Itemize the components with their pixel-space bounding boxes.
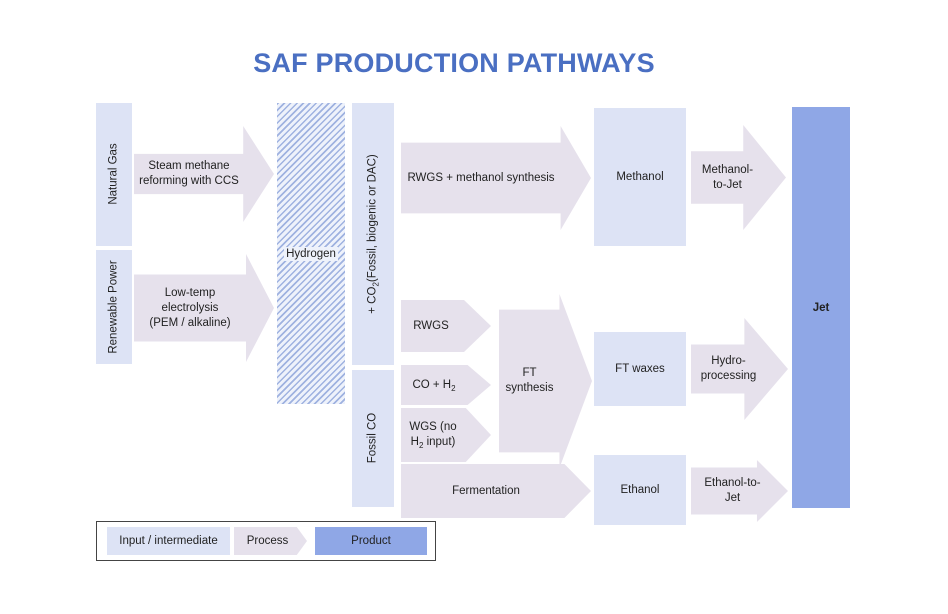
electrolysis-label: Low-temp electrolysis (PEM / alkaline) xyxy=(149,286,231,329)
ethanol-label: Ethanol xyxy=(620,483,660,496)
process-rwgs-methanol-synthesis: RWGS + methanol synthesis xyxy=(401,126,591,230)
ethanol-node: Ethanol xyxy=(594,455,686,525)
wgs-label: WGS (no H2 input) xyxy=(409,421,457,450)
legend-product-swatch: Product xyxy=(315,527,427,555)
hydrogen-block: Hydrogen xyxy=(277,103,345,404)
methanol-to-jet-label: Methanol- to-Jet xyxy=(701,163,754,191)
renewable-power-box: Renewable Power xyxy=(96,250,132,364)
jet-label: Jet xyxy=(812,301,830,314)
ft-waxes-label: FT waxes xyxy=(615,362,665,375)
steam-methane-label: Steam methane reforming with CCS xyxy=(139,160,239,187)
page-title: SAF PRODUCTION PATHWAYS xyxy=(253,48,655,78)
natural-gas-label: Natural Gas xyxy=(107,143,120,205)
process-rwgs: RWGS xyxy=(401,300,491,352)
rwgs-label: RWGS xyxy=(413,319,449,332)
legend-process-label: Process xyxy=(246,535,289,547)
legend-product-label: Product xyxy=(351,535,391,547)
fermentation-label: Fermentation xyxy=(452,484,520,497)
process-low-temp-electrolysis: Low-temp electrolysis (PEM / alkaline) xyxy=(134,254,274,362)
process-fermentation: Fermentation xyxy=(401,464,591,518)
hydroprocessing-label: Hydro- processing xyxy=(700,355,757,382)
natural-gas-box: Natural Gas xyxy=(96,103,132,246)
process-methanol-to-jet: Methanol- to-Jet xyxy=(691,125,786,230)
renewable-power-label: Renewable Power xyxy=(107,260,120,354)
ft-synthesis-label: FT synthesis xyxy=(505,367,554,394)
jet-product: Jet xyxy=(792,107,850,508)
fossil-co-box: Fossil CO xyxy=(352,370,394,507)
process-ethanol-to-jet: Ethanol-to- Jet xyxy=(691,460,788,522)
legend-process-swatch: Process xyxy=(234,527,307,555)
process-wgs: WGS (no H2 input) xyxy=(401,408,491,462)
legend-input-label: Input / intermediate xyxy=(119,535,218,547)
ft-waxes-node: FT waxes xyxy=(594,332,686,406)
co-h2-label: CO + H2 xyxy=(412,378,456,393)
legend: Input / intermediate Process Product xyxy=(96,521,436,561)
methanol-node: Methanol xyxy=(594,108,686,246)
rwgs-methanol-label: RWGS + methanol synthesis xyxy=(407,171,555,184)
process-co-h2: CO + H2 xyxy=(401,365,491,405)
ethanol-to-jet-label: Ethanol-to- Jet xyxy=(704,477,761,504)
hydrogen-label: Hydrogen xyxy=(284,247,338,261)
process-ft-synthesis: FT synthesis xyxy=(499,294,592,468)
methanol-label: Methanol xyxy=(616,170,664,183)
fossil-co-label: Fossil CO xyxy=(366,412,379,464)
process-steam-methane-reforming: Steam methane reforming with CCS xyxy=(134,126,274,222)
legend-input-swatch: Input / intermediate xyxy=(107,527,230,555)
process-hydroprocessing: Hydro- processing xyxy=(691,318,788,420)
